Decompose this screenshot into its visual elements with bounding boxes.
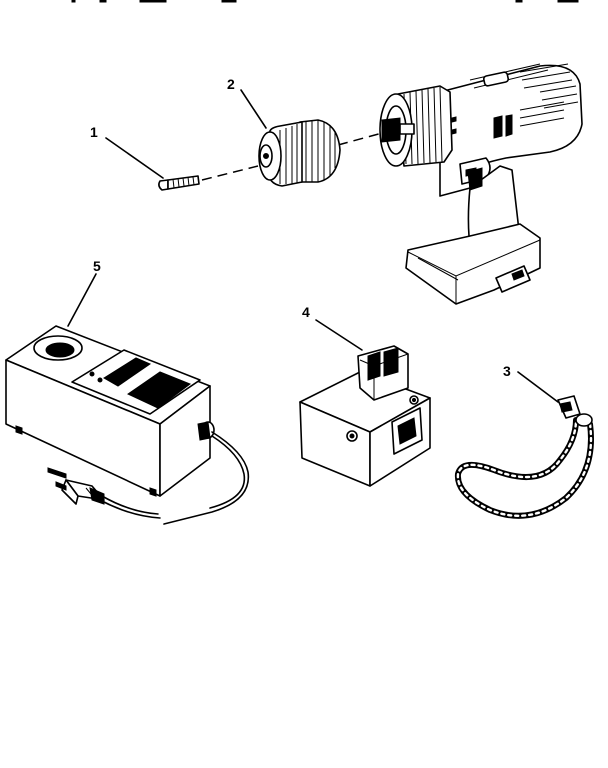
- battery-pack-icon: [299, 345, 431, 487]
- leader-line-5: [67, 273, 97, 327]
- callout-3: 3: [503, 363, 511, 379]
- leader-line-1: [105, 137, 164, 179]
- callout-2: 2: [227, 76, 235, 92]
- cropped-header-marks: [71, 0, 579, 3]
- power-cord: [99, 431, 250, 525]
- callout-4: 4: [302, 304, 310, 320]
- leader-line-2: [240, 89, 267, 129]
- callout-1: 1: [90, 124, 98, 140]
- plug-icon: [47, 467, 105, 505]
- assembly-centerline: [201, 131, 387, 181]
- wrist-strap-icon: [454, 395, 594, 519]
- cordless-drill-icon: [379, 63, 583, 305]
- leader-line-3: [517, 371, 559, 403]
- charger-icon: [5, 325, 215, 497]
- callout-5: 5: [93, 258, 101, 274]
- screw-icon: [158, 175, 200, 191]
- chuck-icon: [258, 119, 341, 187]
- leader-line-4: [315, 319, 363, 351]
